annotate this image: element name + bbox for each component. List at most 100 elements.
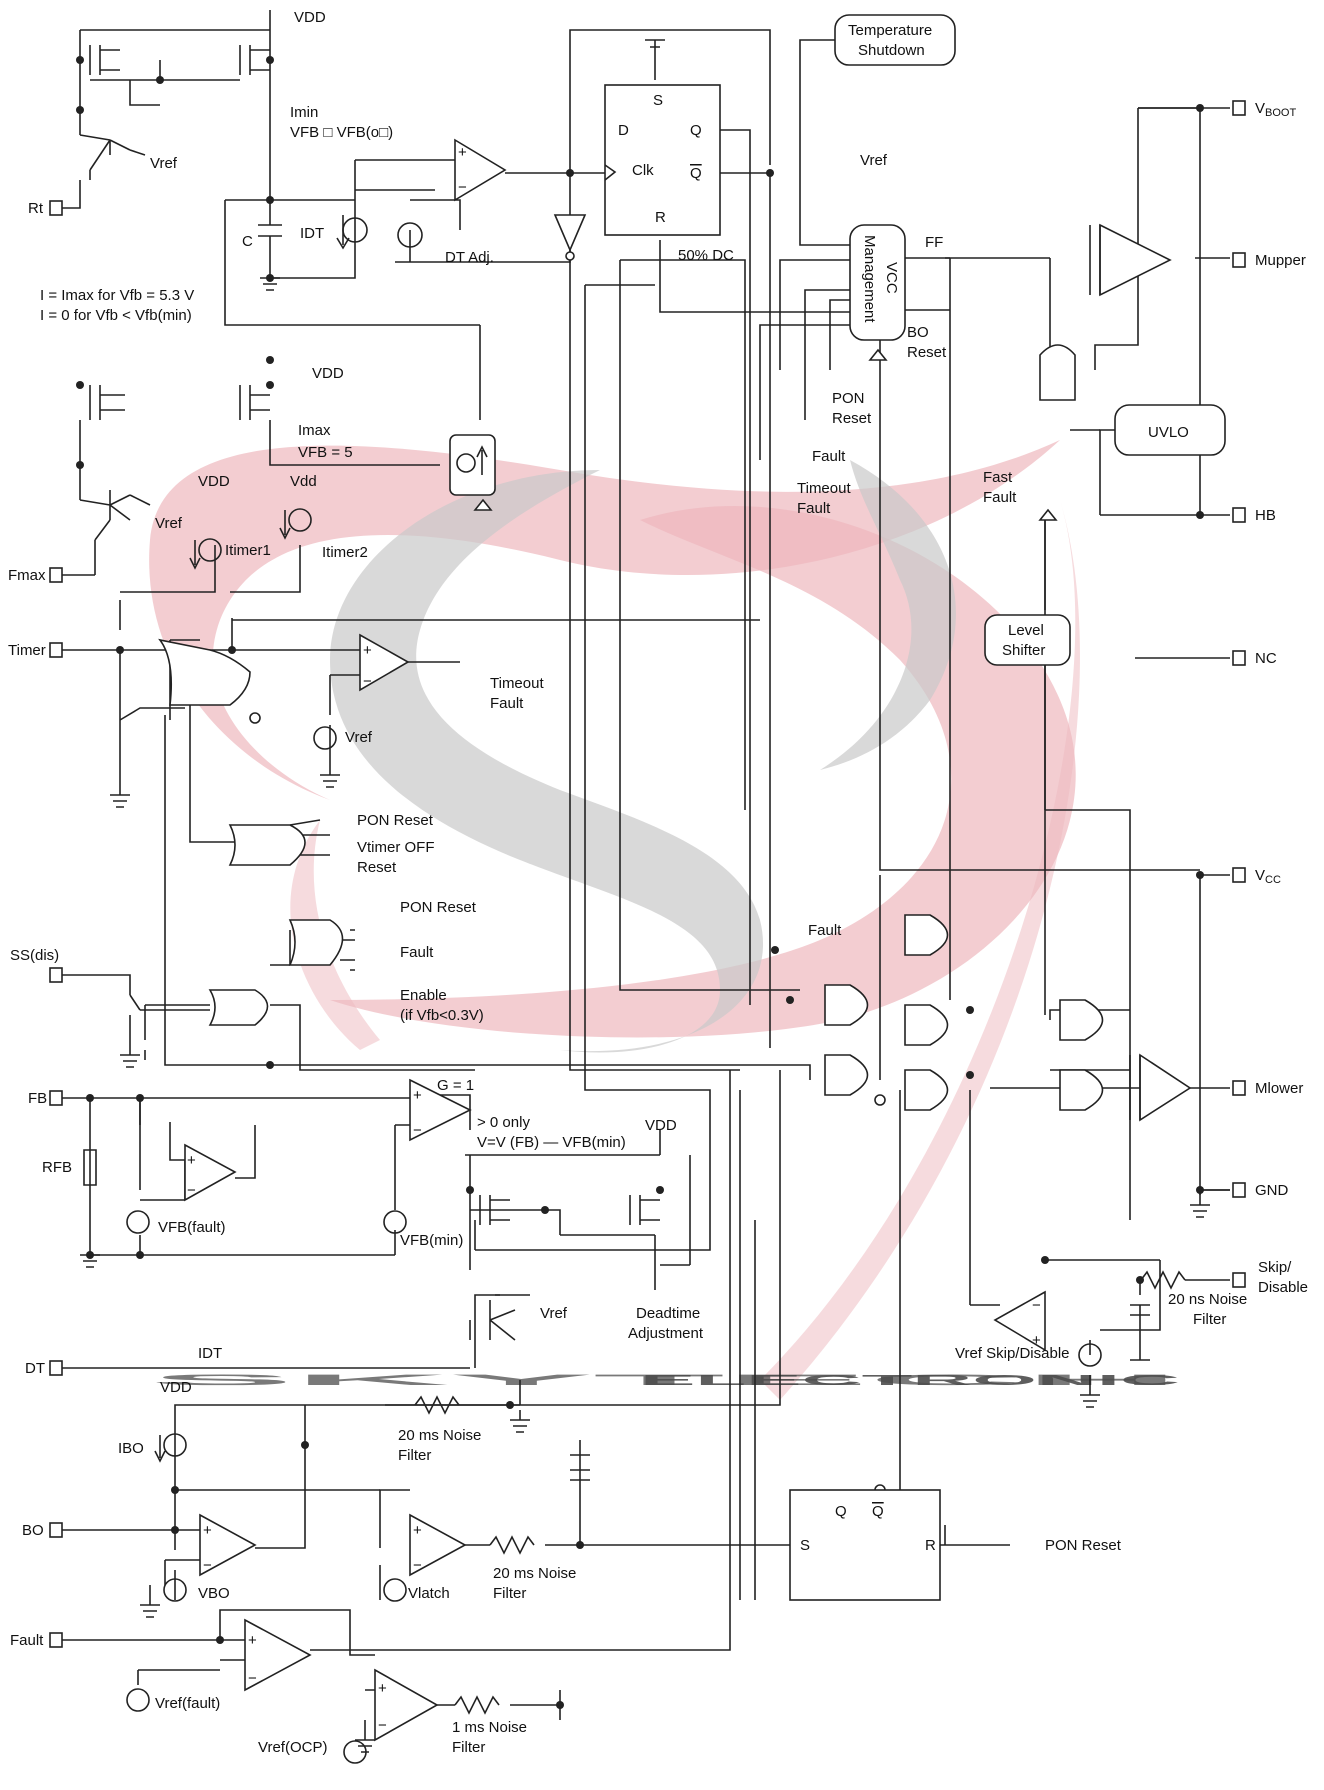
label-vref-1: Vref [150,155,178,172]
uvlo-block [1114,404,1226,456]
label-timeout-fault-2: Fault [797,500,831,517]
label-ff-q: Q [690,122,702,139]
label-vref-skip: Vref Skip/Disable [955,1345,1070,1362]
label-filter-3: Filter [452,1739,485,1756]
pin-ss: SS(dis) [10,947,59,964]
watermark-brand: SKYTECH [150,1372,1180,1389]
label-plus-8: + [378,1680,387,1697]
label-pon-2: Reset [832,410,872,427]
label-plus-1: + [458,144,467,161]
pin-disable: Disable [1258,1279,1308,1296]
label-ff-r: R [655,209,666,226]
label-uvlo: UVLO [1148,424,1189,441]
label-vdd-4: VDD [645,1117,677,1134]
label-vref-ocp: Vref(OCP) [258,1739,327,1756]
label-vref-5: Vref [860,152,888,169]
pin-timer: Timer [8,642,46,659]
label-timeout-fault-1: Fault [490,695,524,712]
label-enable-cond: (if Vfb<0.3V) [400,1007,484,1024]
pin-fb: FB [28,1090,47,1107]
label-minus-2: − [363,673,372,690]
component-labels: VDD Vref Imin VFB □ VFB(o□) C IDT DT Adj… [40,9,1247,1756]
label-sr-r: R [925,1537,936,1554]
pin-skip: Skip/ [1258,1259,1292,1276]
label-noise20-1: 20 ms Noise [398,1427,481,1444]
label-vref-4: Vref [540,1305,568,1322]
label-filter-1: Filter [398,1447,431,1464]
label-sr-qbar: Q [872,1503,884,1520]
label-minus-1: − [458,179,467,196]
level-shifter-block [984,614,1071,666]
label-temp-1: Temperature [848,22,932,39]
pin-vboot: VBOOT [1255,100,1296,119]
label-ff-clk: Clk [632,162,654,179]
watermark-sub: ELECTRONIC [640,1372,1181,1389]
pin-markers [49,100,1246,1648]
label-plus-3: + [413,1087,422,1104]
current-sources [126,215,1102,1764]
label-vfb-fault: VFB(fault) [158,1219,226,1236]
label-imax: Imax [298,422,331,439]
label-c: C [242,233,253,250]
label-itimer2: Itimer2 [322,544,368,561]
watermark-logo: SKYTECH ELECTRONIC [149,440,1181,1400]
label-vlatch: Vlatch [408,1585,450,1602]
label-vdd-5: VDD [160,1379,192,1396]
label-noise1: 1 ms Noise [452,1719,527,1736]
label-sr-q: Q [835,1503,847,1520]
pin-fmax: Fmax [8,567,46,584]
label-rfb: RFB [42,1159,72,1176]
label-bo-reset-1: BO [907,324,929,341]
label-filter-2: Filter [493,1585,526,1602]
label-pon-reset-1: PON Reset [357,812,434,829]
label-minus-5: − [203,1557,212,1574]
label-sr-s: S [800,1537,810,1554]
label-fault-2: Fault [812,448,846,465]
label-minus-8: − [378,1717,387,1734]
label-deadtime-adj: Adjustment [628,1325,704,1342]
label-g1: G = 1 [437,1077,474,1094]
label-plus-6: + [413,1522,422,1539]
pin-dt: DT [25,1360,45,1377]
label-plus-2: + [363,642,372,659]
label-imin: Imin [290,104,318,121]
label-noise20-2: 20 ms Noise [493,1565,576,1582]
label-i-eq1: I = Imax for Vfb = 5.3 V [40,287,194,304]
label-minus-6: − [413,1557,422,1574]
label-vcc-mgmt-1: VCC [883,262,900,294]
label-plus-4: + [187,1152,196,1169]
label-vtimer-off: Vtimer OFF [357,839,435,856]
label-vv: V=V (FB) — VFB(min) [477,1134,626,1151]
transistors [62,45,660,1341]
label-bo-reset-2: Reset [907,344,947,361]
label-timeout-2: Timeout [797,480,851,497]
label-temp-2: Shutdown [858,42,925,59]
label-enable: Enable [400,987,447,1004]
label-ff-qbar: Q [690,165,702,182]
label-ff-d: D [618,122,629,139]
pin-fault: Fault [10,1632,44,1649]
label-vbo: VBO [198,1585,230,1602]
pin-mupper: Mupper [1255,252,1306,269]
function-blocks [449,14,1226,1601]
label-gt0: > 0 only [477,1114,530,1131]
logic-gates [158,167,1104,1496]
label-fault-3: Fault [808,922,842,939]
label-vdd-small: Vdd [290,473,317,490]
label-vcc-mgmt-2: Management [861,235,878,323]
label-plus-9: + [1032,1332,1041,1349]
label-pon-reset-2: PON Reset [400,899,477,916]
label-deadtime: Deadtime [636,1305,700,1322]
label-vref-2: Vref [155,515,183,532]
label-50dc: 50% DC [678,247,734,264]
d-flip-flop [604,84,721,236]
label-vfb5: VFB = 5 [298,444,353,461]
pin-nc: NC [1255,650,1277,667]
pin-vcc: VCC [1255,867,1281,886]
pin-rt: Rt [28,200,44,217]
label-vdd-1: VDD [294,9,326,26]
label-vfb-imin: VFB □ VFB(o□) [290,124,393,141]
label-vdd-3: VDD [198,473,230,490]
label-i-eq2: I = 0 for Vfb < Vfb(min) [40,307,192,324]
